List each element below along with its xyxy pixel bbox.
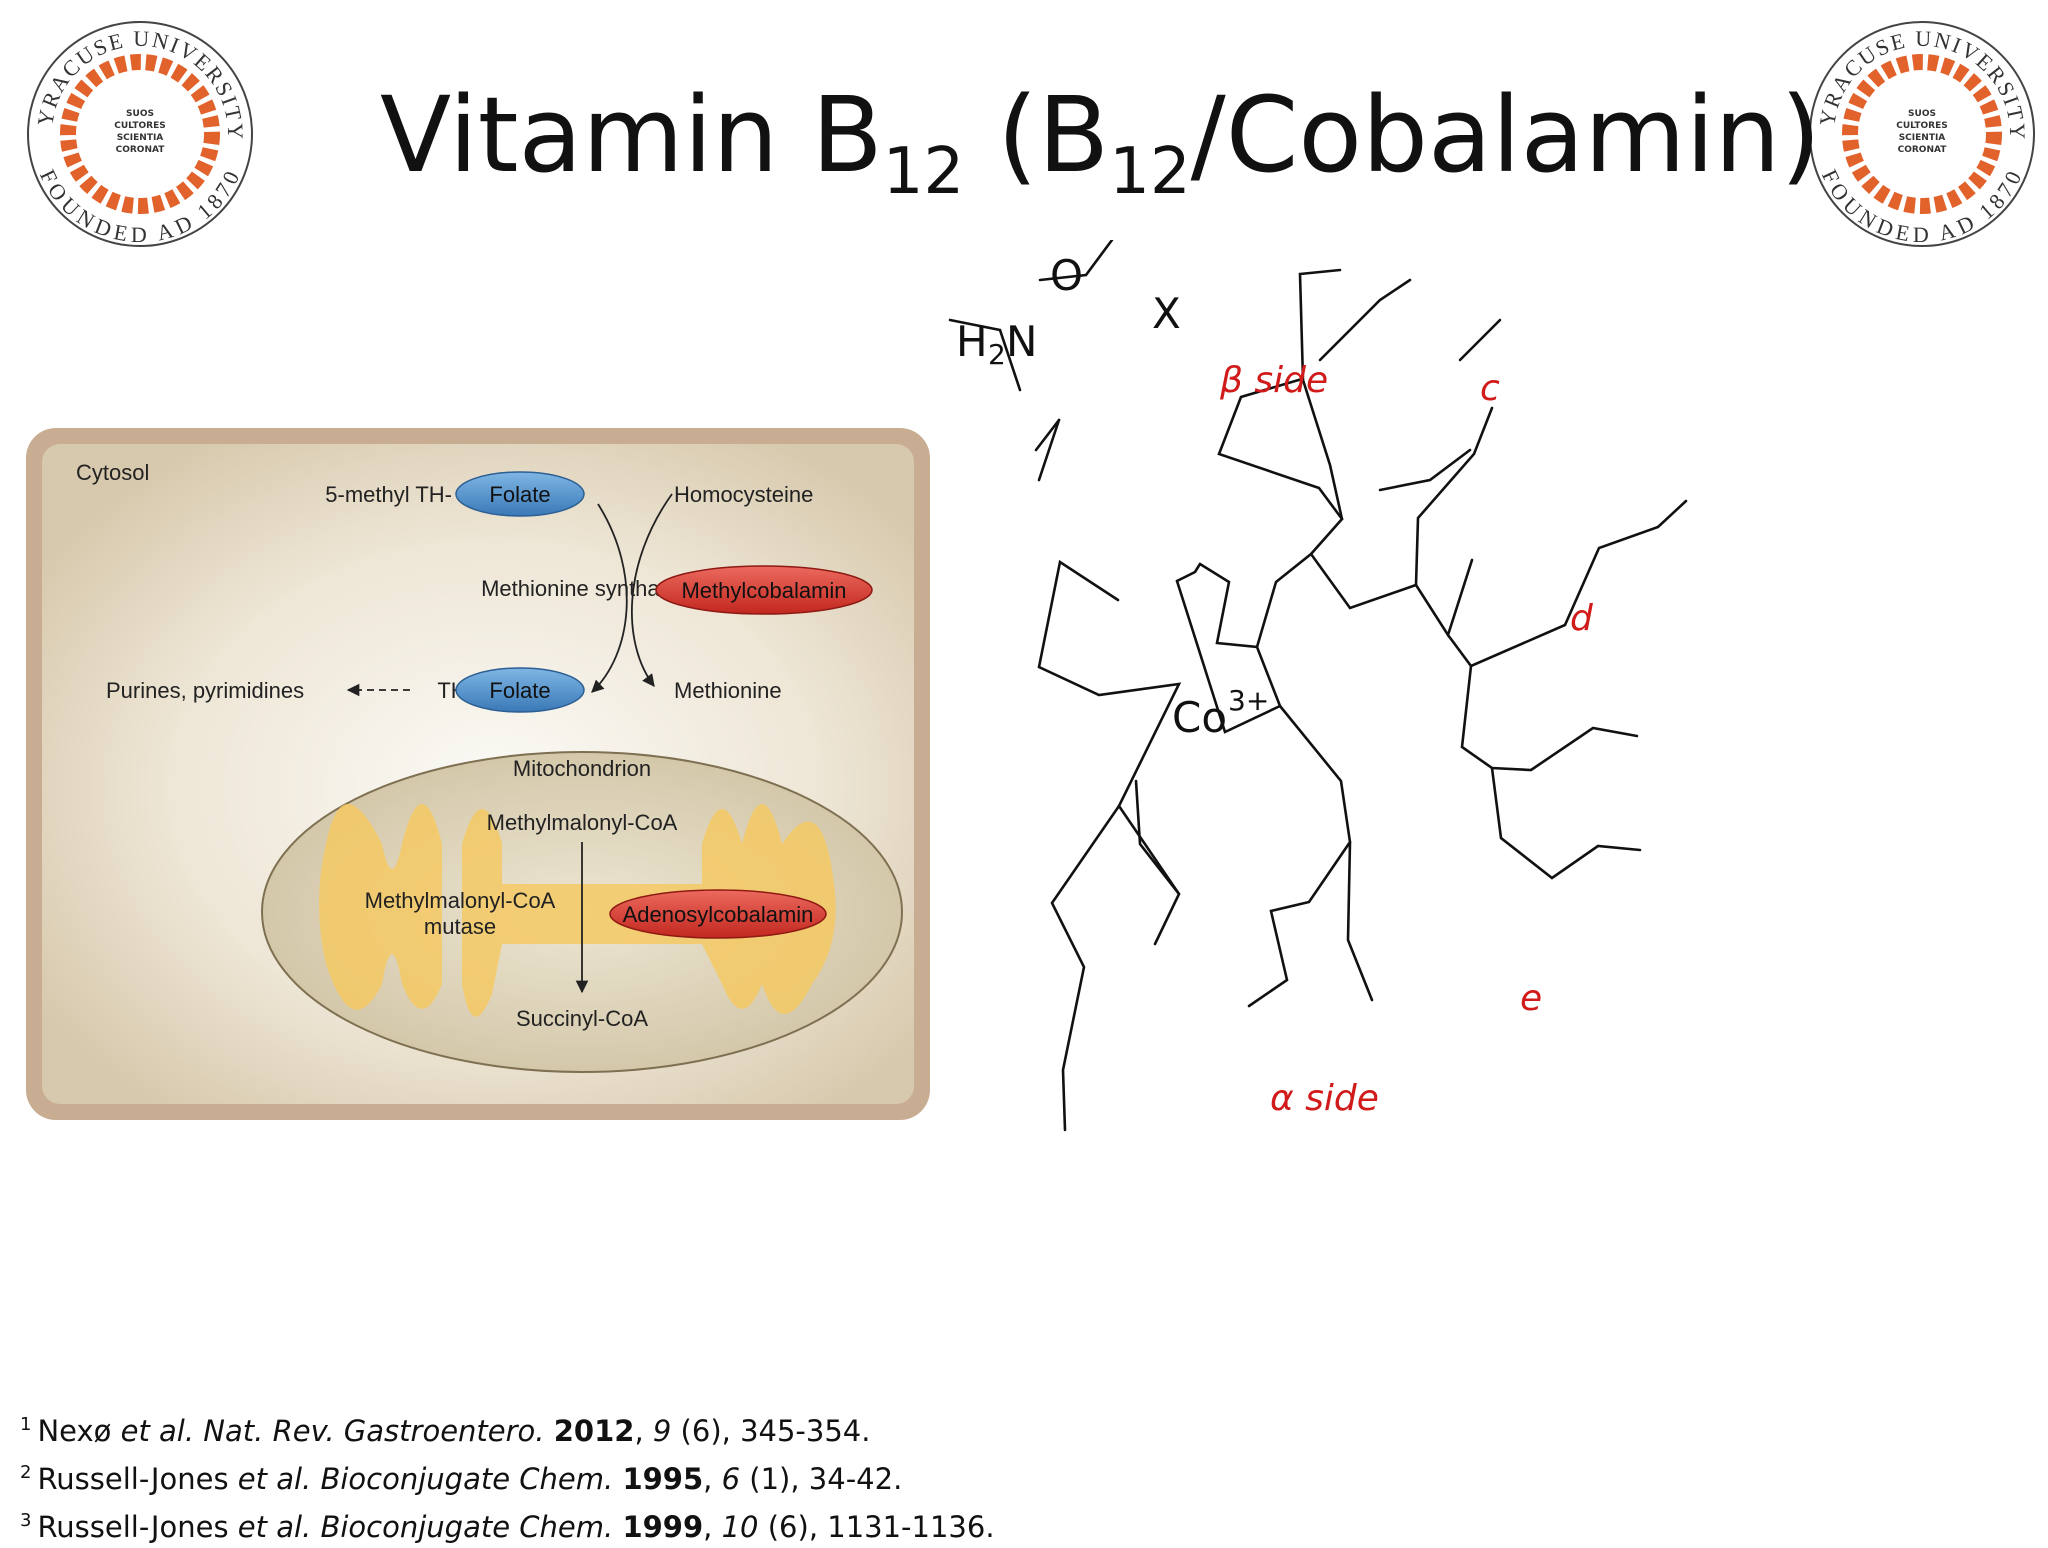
folate-oval-bottom xyxy=(455,667,585,713)
succinyl-coa-label: Succinyl-CoA xyxy=(516,1006,648,1031)
cobalt-label: Co xyxy=(1172,693,1227,742)
methylmalonyl-coa-label: Methylmalonyl-CoA xyxy=(487,810,678,835)
methionine-label: Methionine xyxy=(674,678,782,703)
mitochondrion-label: Mitochondrion xyxy=(513,756,651,781)
seal-motto-4: CORONAT xyxy=(1898,145,1948,155)
svg-text:N: N xyxy=(1006,317,1037,366)
methionine-synthase-label: Methionine synthase xyxy=(481,576,683,601)
folate-label-bottom: Folate xyxy=(489,678,550,703)
methyl-th-label: 5-methyl TH- xyxy=(325,482,452,507)
syracuse-university-seal-left: SYRACUSE UNIVERSITY FOUNDED AD 1870 SUOS… xyxy=(22,16,253,247)
seal-motto-4: CORONAT xyxy=(116,145,166,155)
folate-oval-top xyxy=(455,471,585,517)
folate-conversion-arrow xyxy=(591,503,628,693)
syracuse-university-seal-right: SYRACUSE UNIVERSITY FOUNDED AD 1870 SUOS… xyxy=(1804,16,2035,247)
beta-side-label: β side xyxy=(1219,360,1328,401)
cytosol-label: Cytosol xyxy=(76,460,149,485)
label-e: e xyxy=(1520,978,1542,1019)
adenosylcobalamin-oval xyxy=(609,889,827,939)
svg-text:H: H xyxy=(956,317,988,366)
alpha-side-label: α side xyxy=(1270,1078,1379,1119)
homocysteine-label: Homocysteine xyxy=(674,482,813,507)
label-c: c xyxy=(1480,368,1500,409)
seal-motto-3: SCIENTIA xyxy=(117,133,164,143)
mutase-label-line1: Methylmalonyl-CoA xyxy=(365,888,556,913)
cristae-left xyxy=(319,804,442,1010)
cobalamin-metabolism-diagram: Cytosol 5-methyl TH- Folate Homocysteine… xyxy=(26,428,930,1120)
cobalt-charge: 3+ xyxy=(1228,684,1269,717)
svg-text:O: O xyxy=(1050,251,1083,300)
seal-motto-1: SUOS xyxy=(126,109,154,119)
cobalamin-structure: O H2N X Co 3+ b a g f c d e β side α sid… xyxy=(948,240,1688,1132)
methylcobalamin-oval xyxy=(655,565,873,615)
folate-label-top: Folate xyxy=(489,482,550,507)
label-d: d xyxy=(1570,598,1594,639)
seal-motto-3: SCIENTIA xyxy=(1899,133,1946,143)
mutase-label-line2: mutase xyxy=(424,914,496,939)
seal-motto-1: SUOS xyxy=(1908,109,1936,119)
methylcobalamin-label: Methylcobalamin xyxy=(681,578,846,603)
seal-motto-2: CULTORES xyxy=(114,121,166,131)
seal-motto-2: CULTORES xyxy=(1896,121,1948,131)
svg-text:2: 2 xyxy=(988,338,1006,371)
slide-title: Vitamin B12 (B12/Cobalamin) xyxy=(380,74,1822,209)
homocysteine-conversion-arrow xyxy=(631,493,673,688)
purines-label: Purines, pyrimidines xyxy=(106,678,304,703)
x-ligand-label: X xyxy=(1152,289,1181,338)
adenosylcobalamin-label: Adenosylcobalamin xyxy=(623,902,814,927)
